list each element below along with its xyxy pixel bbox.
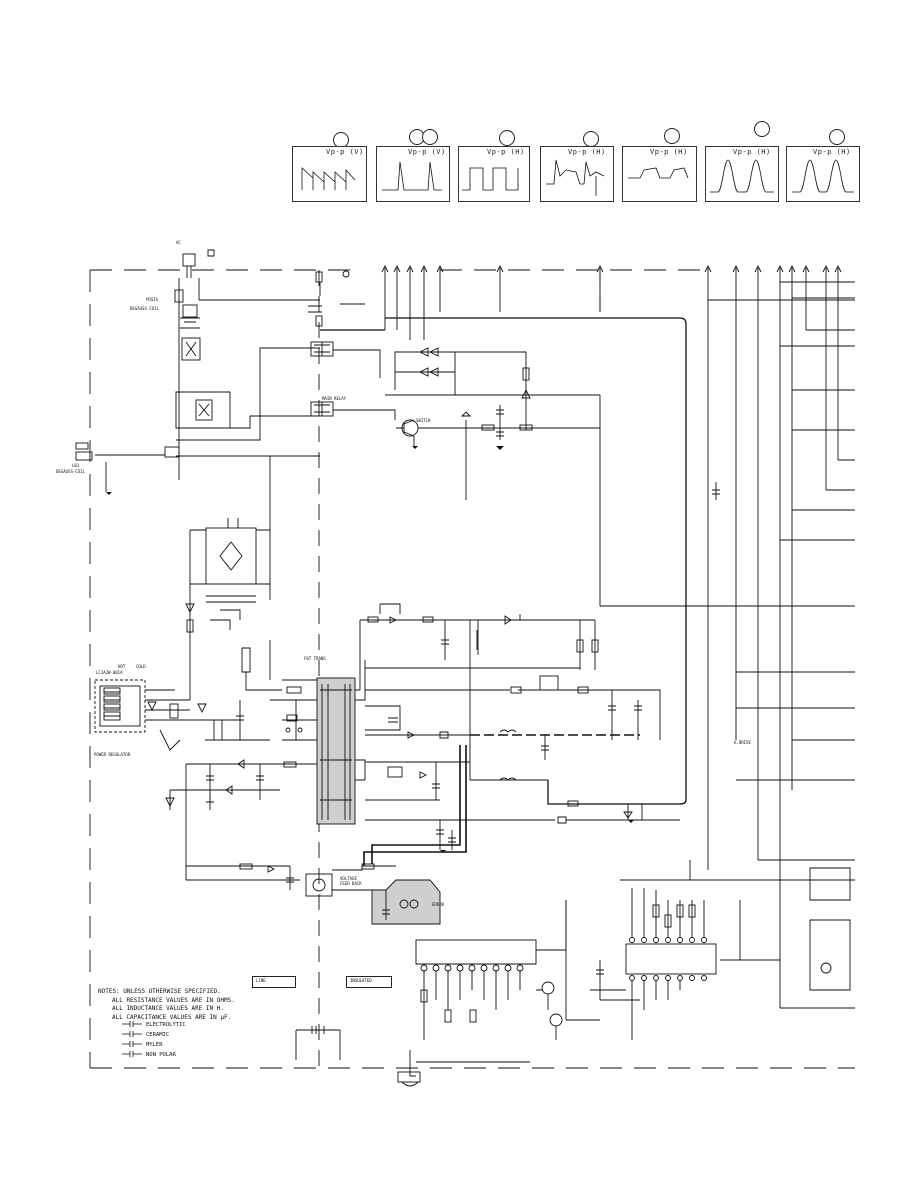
waveform-box-2: [376, 146, 450, 202]
rectifier-top: [385, 347, 601, 606]
waveform-box-6: [705, 146, 779, 202]
waveform-traces: [301, 159, 854, 196]
waveform-box-4: [540, 146, 614, 202]
error-label: ERROR: [432, 902, 445, 907]
legend-ceramic: CERAMIC: [146, 1032, 170, 1038]
insulated-tag-text: INSULATED: [350, 978, 372, 983]
waveform-box-7: [786, 146, 860, 202]
notes-block: NOTES: UNLESS OTHERWISE SPECIFIED. ALL R…: [98, 988, 235, 1022]
mid-circuit: [359, 603, 680, 850]
waveform-label-4: Vp-p (H): [568, 148, 606, 156]
waveform-ref-circle-5: [664, 128, 680, 144]
h-drive-label: H.DRIVE: [734, 740, 751, 745]
line-tag: LINE: [252, 976, 296, 988]
degauss-connector-label: DEGAUSS-COIL: [56, 469, 85, 474]
l01-label: L01: [72, 463, 80, 468]
misc: [189, 249, 720, 700]
switch-transistor: [396, 405, 600, 500]
ac-input: [75, 253, 320, 492]
legend-symbols: [122, 1021, 142, 1057]
switch-label: SWITCH: [416, 418, 431, 423]
main-ic: [270, 660, 366, 825]
legend-electrolytic: ELECTROLYTIC: [146, 1022, 186, 1028]
main-rail: [320, 317, 687, 805]
notes-line-3: ALL CAPACITANCE VALUES ARE IN μF.: [112, 1013, 232, 1021]
insulated-tag: INSULATED: [346, 976, 392, 988]
waveform-label-6: Vp-p (H): [733, 148, 771, 156]
waveform-ref-circle-6: [754, 121, 770, 137]
notes-line-2: ALL INDUCTANCE VALUES ARE IN H.: [112, 1005, 224, 1013]
waveform-label-2: Vp-p (V): [408, 148, 446, 156]
main-relay-label: MAIN RELAY: [322, 396, 347, 401]
hot-label: HOT: [118, 664, 126, 669]
isolation-line: [318, 270, 601, 1068]
legend-non-polar: NON POLAR: [146, 1052, 176, 1058]
grounds: [106, 446, 634, 853]
notes-line-1: ALL RESISTANCE VALUES ARE IN OHMS.: [112, 996, 235, 1004]
frame-dashed: [89, 269, 855, 1069]
waveform-ref-circle-2b: [422, 129, 438, 145]
power-regulator-label: POWER REGULATOR: [94, 752, 131, 757]
fbt-label: FBT TRANS: [304, 656, 326, 661]
waveform-label-3: Vp-p (H): [487, 148, 525, 156]
ac-plug-label: AC: [176, 240, 181, 245]
waveform-label-7: Vp-p (H): [813, 148, 851, 156]
feedback: [186, 863, 441, 1060]
right-bus: [600, 281, 855, 1009]
legend-mylar: MYLER: [146, 1042, 163, 1048]
top-bus-arrows: [381, 264, 842, 1008]
cold-label: COLD: [136, 664, 146, 669]
relay-blocks: [310, 341, 396, 420]
thick-traces: [363, 745, 467, 866]
posistor-label: POSIS: [146, 297, 159, 302]
lower-ics: [397, 860, 780, 1087]
waveform-ref-circle-3: [499, 130, 515, 146]
lower-left: [165, 700, 317, 881]
waveform-ref-circle-7: [829, 129, 845, 145]
waveform-box-5: [622, 146, 697, 202]
fuse-line: [308, 270, 365, 327]
notes-title: NOTES: UNLESS OTHERWISE SPECIFIED.: [98, 988, 221, 995]
regulator-ic-label: LC3A2W-001A: [96, 670, 123, 675]
waveform-label-5: Vp-p (H): [650, 148, 688, 156]
regulator: [94, 679, 240, 751]
degauss-label: DEGAUSS COIL: [130, 306, 159, 311]
voltage-feedback-label: VOLTAGE FEED BACK: [340, 876, 362, 886]
line-tag-text: LINE: [256, 978, 266, 983]
bridge-rectifier: [185, 456, 271, 640]
waveform-label-1: Vp-p (V): [326, 148, 364, 156]
waveform-box-1: [292, 146, 367, 202]
